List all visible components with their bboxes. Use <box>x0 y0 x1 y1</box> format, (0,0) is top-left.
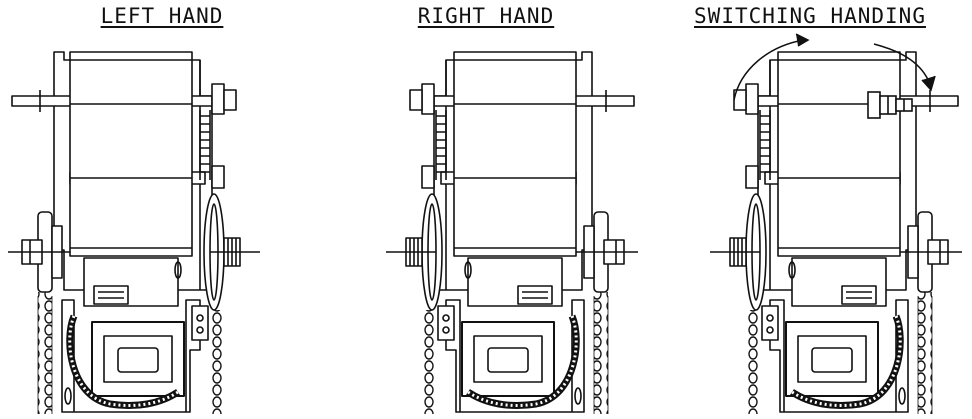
switch-arrow-left <box>733 33 810 101</box>
panel-title: SWITCHING HANDING <box>694 4 926 28</box>
panel-title: RIGHT HAND <box>417 4 555 28</box>
panel-switching-handing: SWITCHING HANDING <box>648 0 972 419</box>
left-hand-operator-drawing <box>0 0 324 419</box>
panel-title: LEFT HAND <box>100 4 224 28</box>
switch-arrow-right <box>873 43 936 92</box>
panel-left-hand: LEFT HAND <box>0 0 324 419</box>
panel-right-hand: RIGHT HAND <box>324 0 648 419</box>
right-hand-operator-drawing <box>324 0 648 419</box>
switching-handing-operator-drawing <box>648 33 972 419</box>
right-shaft-hub <box>867 91 913 119</box>
